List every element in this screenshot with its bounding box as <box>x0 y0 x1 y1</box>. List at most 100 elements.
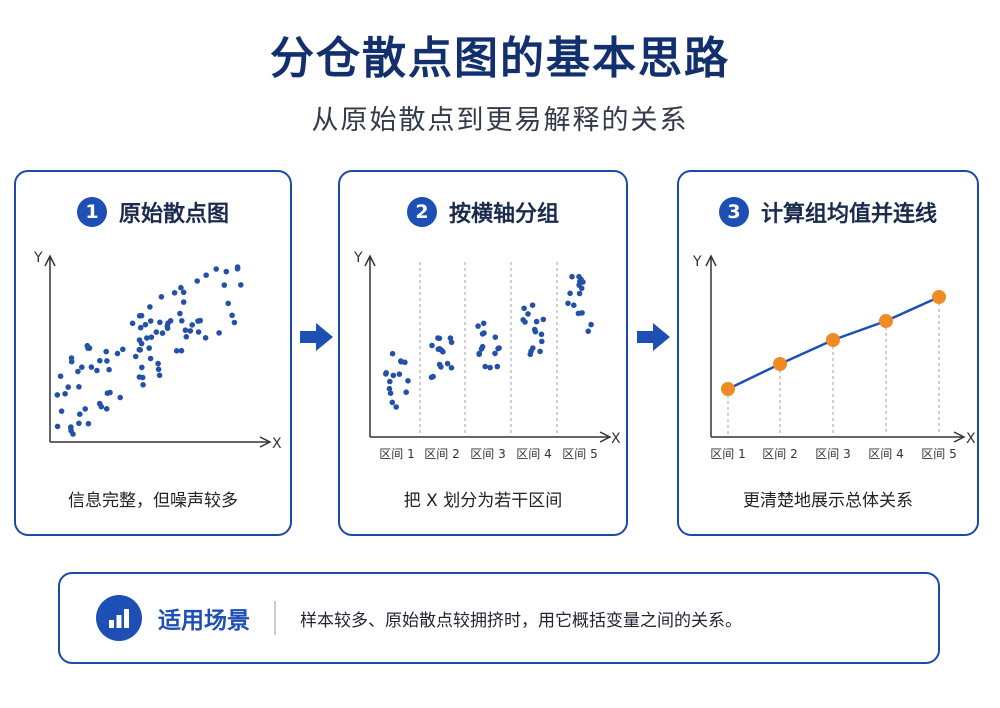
scatter-point <box>136 337 143 343</box>
binned-point <box>430 373 436 380</box>
binned-points <box>383 273 594 410</box>
x-axis-arrowhead <box>599 431 612 443</box>
x-axis-label: X <box>611 431 621 447</box>
scatter-point <box>178 347 185 354</box>
scatter-point <box>223 268 230 275</box>
binned-point <box>475 323 481 329</box>
scatter-point <box>225 300 231 307</box>
scatter-point <box>147 355 154 362</box>
x-axis-label: X <box>272 436 282 452</box>
scatter-point <box>117 394 123 401</box>
scatter-point <box>195 329 202 335</box>
card-raw-scatter: 1 原始散点图 Y X 信息完整，但噪声较多 <box>14 170 292 536</box>
scatter-point <box>114 350 121 357</box>
binned-point <box>402 359 408 366</box>
card-caption: 更清楚地展示总体关系 <box>743 491 913 511</box>
bin-label: 区间 5 <box>921 447 956 461</box>
bin-label: 区间 2 <box>424 447 459 461</box>
y-axis-label: Y <box>692 254 702 270</box>
binned-point <box>521 305 527 312</box>
binned-point <box>480 320 487 327</box>
step-number-badge: 1 <box>76 197 107 227</box>
binned-point <box>538 331 545 338</box>
scatter-point <box>137 324 144 331</box>
scatter-point <box>159 330 166 336</box>
scatter-point <box>234 266 241 272</box>
x-axis-label: X <box>966 431 976 447</box>
scatter-point <box>164 325 171 331</box>
scatter-point <box>146 345 152 351</box>
page-title: 分仓散点图的基本思路 <box>270 33 730 84</box>
scatter-point <box>97 357 103 364</box>
binned-point <box>387 378 393 385</box>
binned-point <box>386 385 393 392</box>
bin-label: 区间 4 <box>868 447 903 461</box>
scatter-point <box>139 364 145 371</box>
scatter-points <box>54 264 244 437</box>
bin-label: 区间 1 <box>379 447 414 461</box>
card-header: 3 计算组均值并连线 <box>679 196 977 228</box>
scatter-point <box>85 420 92 427</box>
scatter-point <box>180 299 187 305</box>
scatter-point <box>136 346 143 353</box>
scatter-point <box>132 353 139 360</box>
scatter-point <box>104 390 111 396</box>
scatter-point <box>216 330 222 336</box>
card-header: 2 按横轴分组 <box>340 196 626 228</box>
scatter-point <box>129 320 136 327</box>
binned-point <box>575 310 582 317</box>
binned-point <box>444 360 451 367</box>
right-arrow-icon <box>300 323 333 351</box>
bin-label: 区间 2 <box>762 447 797 461</box>
y-axis-label: Y <box>353 250 363 266</box>
scatter-point <box>179 318 185 324</box>
scatter-point <box>68 358 75 365</box>
binned-point <box>496 345 502 351</box>
scatter-point <box>195 318 201 324</box>
bin-mean-point <box>879 314 893 328</box>
scatter-point <box>194 278 200 284</box>
step-number-badge: 2 <box>406 197 437 227</box>
scatter-point <box>94 367 100 374</box>
binned-point <box>440 349 446 355</box>
scatter-point <box>189 322 195 328</box>
y-axis-label: Y <box>33 250 43 266</box>
scatter-point <box>148 334 155 340</box>
scatter-point <box>173 348 180 354</box>
scatter-point <box>155 360 161 367</box>
scatter-point <box>103 406 110 412</box>
binned-point <box>576 290 583 297</box>
binned-point <box>481 330 487 336</box>
binned-point <box>396 371 403 377</box>
x-axis-arrowhead <box>953 431 966 443</box>
scatter-point <box>79 364 85 370</box>
scatter-point <box>155 366 162 373</box>
use-case-text: 样本较多、原始散点较拥挤时，用它概括变量之间的关系。 <box>300 610 742 631</box>
scatter-point <box>75 368 81 375</box>
scatter-point <box>182 327 189 333</box>
binned-point <box>531 326 538 333</box>
binned-point <box>448 365 455 371</box>
card-title: 计算组均值并连线 <box>760 202 937 227</box>
scatter-point <box>120 346 126 353</box>
scatter-point <box>157 319 163 326</box>
binned-point <box>389 399 396 406</box>
scatter-point <box>82 406 88 412</box>
bin-mean-point <box>773 357 787 371</box>
bin-label: 区间 1 <box>710 447 745 461</box>
scatter-point <box>88 364 95 370</box>
card-caption: 把 X 划分为若干区间 <box>403 491 563 511</box>
scatter-point <box>171 290 178 296</box>
scatter-point <box>229 312 235 319</box>
scatter-point <box>221 282 228 288</box>
scatter-point <box>147 304 153 310</box>
binned-point <box>390 372 397 379</box>
scatter-point <box>153 329 160 335</box>
bin-mean-point <box>826 333 840 347</box>
binned-point <box>387 390 394 396</box>
right-arrow-icon <box>637 323 670 351</box>
binned-point <box>588 321 594 328</box>
